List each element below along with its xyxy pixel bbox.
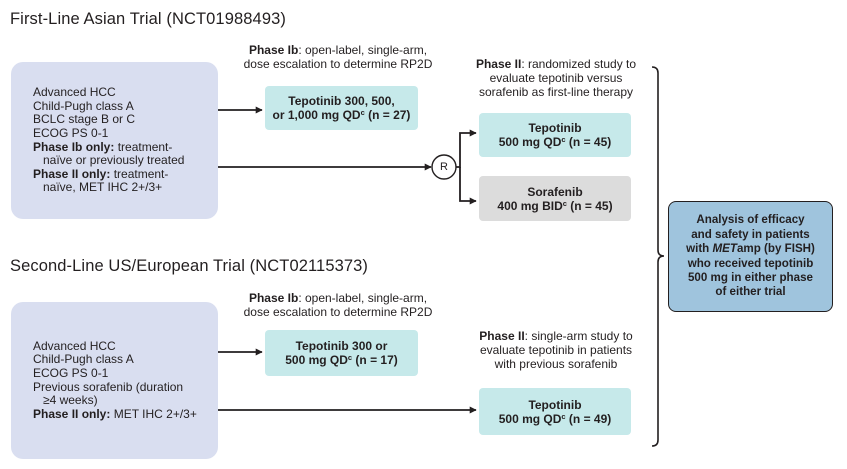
trial1-criterion: ECOG PS 0-1: [33, 125, 109, 140]
arm-dose: 500 mg QD: [285, 353, 348, 367]
trial1-phase1b-arm: Tepotinib 300, 500, or 1,000 mg QDc (n =…: [265, 86, 418, 130]
arm-line: Tepotinib 300, 500,: [288, 94, 395, 108]
phase-label: Phase II: [479, 329, 525, 343]
trial1-phase2-note: Phase II: randomized study to evaluate t…: [458, 57, 654, 99]
arm-line: 500 mg QDc (n = 49): [499, 412, 612, 426]
trial2-criterion-phase2: Phase II only: MET IHC 2+/3+: [33, 406, 218, 422]
trial1-phase1b-note: Phase Ib: open-label, single-arm, dose e…: [232, 43, 444, 72]
trial2-criterion: ≥4 weeks): [43, 393, 98, 408]
arm-line: Tepotinib: [528, 397, 582, 412]
summary-line: Analysis of efficacy: [696, 213, 805, 227]
phase-label: Phase Ib: [248, 291, 299, 305]
footnote-marker: c: [561, 135, 566, 144]
phase-label: Phase II only:: [33, 166, 111, 181]
trial1-criterion-phase1b: Phase Ib only: treatment-: [33, 139, 218, 155]
trial2-criterion: Previous sorafenib (duration: [33, 379, 184, 394]
phase-label: Phase Ib only:: [33, 139, 115, 154]
arm-dose: or 1,000 mg QD: [272, 108, 361, 122]
summary-line: of either trial: [715, 285, 786, 299]
summary-line: who received tepotinib: [687, 256, 814, 270]
phase-note-text: sorafenib as first-line therapy: [478, 84, 634, 99]
summary-line: and safety in patients: [691, 227, 810, 241]
trial1-tepotinib-arm: Tepotinib 500 mg QDc (n = 45): [479, 113, 631, 157]
trial2-phase2-arm: Tepotinib 500 mg QDc (n = 49): [479, 388, 631, 435]
gene-name: MET: [712, 242, 737, 256]
trial1-criterion-phase2: Phase II only: treatment-: [33, 166, 218, 182]
trial1-eligibility-box: Advanced HCC Child-Pugh class A BCLC sta…: [11, 62, 218, 219]
trial2-criterion: Child-Pugh class A: [33, 352, 134, 367]
phase-label: Phase II: [475, 57, 522, 71]
summary-line: with METamp (by FISH): [686, 242, 815, 256]
arm-line: or 1,000 mg QDc (n = 27): [273, 108, 411, 122]
summary-text: amp (by FISH): [736, 242, 815, 256]
footnote-marker: c: [347, 353, 353, 362]
phase-label: Phase Ib: [248, 43, 299, 57]
analysis-summary-box: Analysis of efficacy and safety in patie…: [668, 201, 833, 312]
phase-note-text: : randomized study to: [521, 57, 637, 71]
phase-note-text: evaluate tepotinib versus: [489, 70, 623, 85]
trial1-criterion: Child-Pugh class A: [33, 98, 134, 113]
footnote-marker: c: [562, 198, 567, 208]
arm-count: (n = 27): [364, 108, 411, 122]
arrow-randomization-to-sorafenib: [459, 167, 477, 205]
grouping-bracket: [651, 66, 665, 447]
arm-line: Sorafenib: [527, 184, 583, 199]
arm-dose: 500 mg QD: [498, 411, 562, 426]
phase-note-text: evaluate tepotinib in patients: [479, 342, 633, 357]
arm-line: Tepotinib 300 or: [295, 339, 388, 353]
phase-note-text: dose escalation to determine RP2D: [243, 56, 433, 71]
trial1-criterion: Advanced HCC: [33, 85, 116, 100]
trial2-eligibility-box: Advanced HCC Child-Pugh class A ECOG PS …: [11, 302, 218, 459]
footnote-marker: c: [561, 411, 566, 421]
phase-note-text: with previous sorafenib: [494, 356, 618, 371]
footnote-marker: c: [360, 108, 365, 117]
arm-count: (n = 49): [565, 411, 612, 426]
criterion-text: MET IHC 2+/3+: [110, 406, 197, 421]
trial1-criterion: naïve, MET IHC 2+/3+: [43, 180, 163, 195]
arm-line: Tepotinib: [528, 121, 582, 135]
trial1-criterion: BCLC stage B or C: [33, 112, 136, 127]
criterion-text: treatment-: [114, 139, 173, 154]
phase-note-text: dose escalation to determine RP2D: [243, 304, 433, 319]
phase-note-text: : single-arm study to: [524, 329, 633, 343]
trial1-title: First-Line Asian Trial (NCT01988493): [10, 10, 286, 28]
trial1-sorafenib-arm: Sorafenib 400 mg BIDc (n = 45): [479, 176, 631, 221]
arm-line: 500 mg QDc (n = 45): [499, 135, 612, 149]
summary-line: 500 mg in either phase: [687, 270, 813, 284]
phase-note-text: : open-label, single-arm,: [298, 43, 428, 57]
trial1-criterion: naïve or previously treated: [43, 153, 185, 168]
arm-dose: 500 mg QD: [498, 135, 562, 149]
trial2-title: Second-Line US/European Trial (NCT021153…: [10, 257, 369, 275]
trial2-criterion: ECOG PS 0-1: [33, 365, 109, 380]
arm-count: (n = 45): [566, 198, 613, 213]
summary-text: with: [686, 242, 713, 256]
trial2-criterion: Advanced HCC: [33, 338, 116, 353]
arm-count: (n = 45): [565, 135, 612, 149]
trial2-phase2-note: Phase II: single-arm study to evaluate t…: [458, 329, 654, 371]
arrow-randomization-to-tepotinib: [456, 129, 477, 168]
phase-label: Phase II only:: [33, 406, 111, 421]
randomization-label: R: [440, 161, 448, 173]
arm-line: 400 mg BIDc (n = 45): [497, 199, 612, 213]
arm-count: (n = 17): [352, 353, 398, 367]
criterion-text: treatment-: [110, 166, 169, 181]
trial2-phase1b-arm: Tepotinib 300 or 500 mg QDc (n = 17): [265, 330, 418, 376]
arm-dose: 400 mg BID: [497, 198, 563, 213]
phase-note-text: : open-label, single-arm,: [298, 291, 428, 305]
trial2-phase1b-note: Phase Ib: open-label, single-arm, dose e…: [232, 291, 444, 320]
arm-line: 500 mg QDc (n = 17): [285, 353, 398, 367]
